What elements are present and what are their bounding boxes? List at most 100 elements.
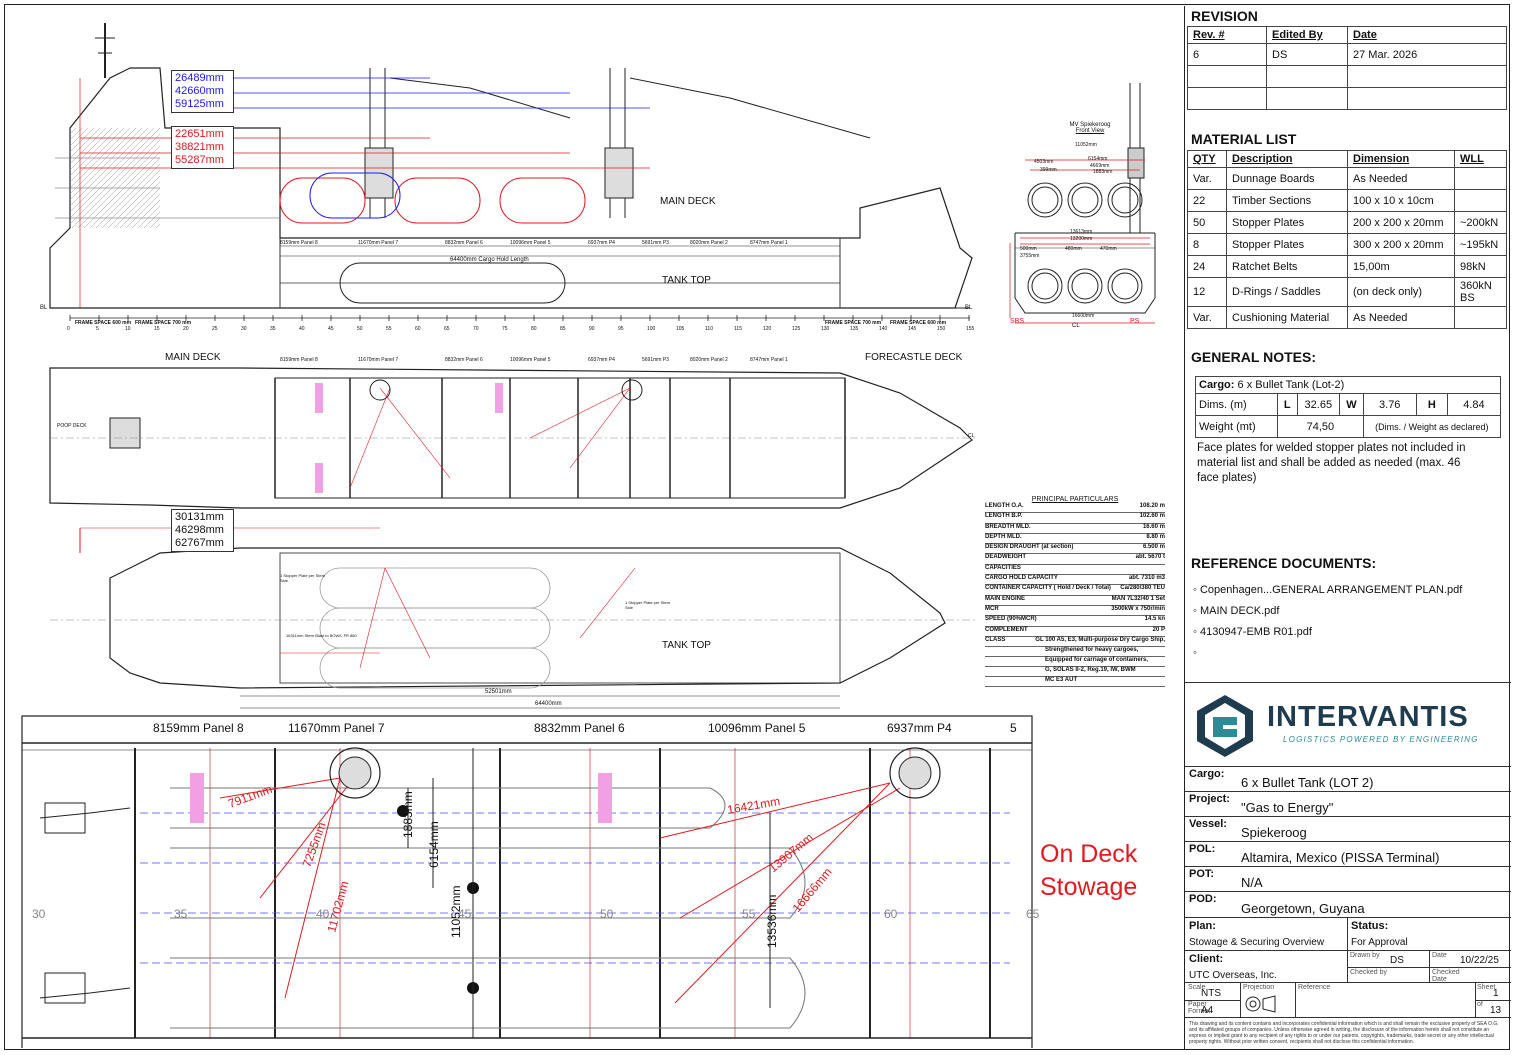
stopper-note-b: 1 Stopper Plate per Stern Side: [625, 600, 671, 610]
tb-pol-label: POL:: [1189, 843, 1216, 855]
tb-plan-status: Plan: Stowage & Securing Overview Status…: [1185, 917, 1511, 951]
material-wll: 360kN BS: [1454, 277, 1507, 307]
on-deck-stowage-title: On Deck Stowage: [1040, 838, 1137, 904]
weight-label: Weight (mt): [1195, 415, 1278, 438]
tb-pod-label: POD:: [1189, 893, 1217, 905]
blue-dim-1: 26489mm: [175, 72, 224, 84]
pp-class-note: MC E3 AUT: [985, 677, 1165, 688]
material-table: QTY Description Dimension WLL Var.Dunnag…: [1187, 150, 1507, 329]
detail-frame-number: 50: [600, 907, 614, 921]
tb-project-label: Project:: [1189, 793, 1230, 805]
profile-panel-label: 10096mm Panel 5: [510, 240, 551, 246]
refdoc-item[interactable]: ◦ MAIN DECK.pdf: [1193, 605, 1280, 617]
frame-number: 20: [183, 326, 189, 332]
pp-value: 16.60 m: [1142, 523, 1165, 530]
material-wll: ~195kN: [1454, 233, 1507, 256]
h-label: H: [1415, 393, 1448, 416]
bl-right: BL: [965, 305, 973, 311]
detail-red-dim: 7911mm: [226, 782, 274, 811]
dims-label: Dims. (m): [1195, 393, 1278, 416]
profile-main-deck-label: MAIN DECK: [660, 196, 716, 207]
tb-drawn-by-label: Drawn by: [1350, 952, 1380, 959]
material-dimension: 100 x 10 x 10cm: [1347, 189, 1455, 212]
refdoc-item-text: 4130947-EMB R01.pdf: [1199, 626, 1312, 638]
frame-number: 140: [879, 326, 888, 332]
pp-key: COMPLEMENT: [985, 626, 1028, 633]
frame-number: 40: [299, 326, 305, 332]
refdoc-item-text: MAIN DECK.pdf: [1199, 605, 1280, 617]
plan-main-deck-label: MAIN DECK: [165, 352, 221, 363]
front-dim-4669: 4669mm: [1090, 163, 1110, 169]
profile-panel-label: 11670mm Panel 7: [358, 240, 398, 246]
detail-frame-number: 40: [316, 907, 330, 921]
w-value: 3.76: [1362, 393, 1417, 416]
refdoc-item[interactable]: ◦ 4130947-EMB R01.pdf: [1193, 626, 1312, 638]
detail-frame-number: 45: [458, 907, 472, 921]
material-description: D-Rings / Saddles: [1226, 277, 1348, 307]
bl-left: BL: [40, 305, 48, 311]
l-value: 32.65: [1296, 393, 1341, 416]
detail-red-dim: 16421mm: [726, 794, 781, 817]
front-view-vessel: MV Spiekeroog: [1069, 122, 1111, 128]
frame-number: 150: [937, 326, 946, 332]
deck-panel-label: 8747mm Panel 1: [750, 357, 788, 363]
pp-key: MCR: [985, 605, 999, 612]
material-wll: [1454, 306, 1507, 329]
front-view-title: MV Spiekeroog Front View: [1050, 122, 1130, 134]
detail-frame-number: 55: [742, 907, 756, 921]
tb-projection-label: Projection: [1243, 984, 1275, 991]
blue-dim-box: 26489mm 42660mm 59125mm: [171, 70, 234, 113]
tb-vessel: Vessel: Spiekeroog: [1185, 816, 1511, 842]
pp-key: DEADWEIGHT: [985, 554, 1026, 561]
length-52501: 52501mm: [485, 689, 512, 695]
pp-key: MAIN ENGINE: [985, 595, 1026, 602]
pp-value: 102.60 m: [1139, 513, 1165, 520]
blue-dim-2: 42660mm: [175, 85, 224, 97]
frame-number: 105: [676, 326, 685, 332]
front-dim-11052: 11052mm: [1075, 142, 1097, 148]
rev-col-header: Rev. #: [1187, 26, 1267, 44]
detail-red-dim: 13907mm: [766, 830, 816, 875]
frame-number: 80: [531, 326, 537, 332]
tb-scale-label: Scale: [1188, 984, 1206, 991]
tb-pol-value: Altamira, Mexico (PISSA Terminal): [1241, 850, 1440, 865]
revision-heading: REVISION: [1191, 8, 1258, 24]
stopper-note-a: 1 Stopper Plate per Stern Side: [280, 573, 326, 583]
front-dim-13200: 13200mm: [1070, 236, 1093, 242]
detail-black-dim: 13536mm: [765, 895, 779, 948]
notes-text: Face plates for welded stopper plates no…: [1197, 442, 1466, 484]
pp-key: CAPACITIES: [985, 564, 1021, 571]
material-wll: [1454, 189, 1507, 212]
tb-paper-label: Paper Format: [1188, 1001, 1211, 1015]
frame-number: 110: [705, 326, 713, 332]
material-qty: 50: [1187, 211, 1227, 234]
frame-space-left: FRAME SPACE 600 mm: [75, 320, 132, 326]
tb-scale: NTS: [1201, 988, 1221, 999]
material-heading: MATERIAL LIST: [1191, 131, 1297, 147]
refdoc-item[interactable]: ◦ Copenhagen...GENERAL ARRANGEMENT PLAN.…: [1193, 584, 1463, 596]
frame-number: 55: [386, 326, 392, 332]
projection-symbol-icon: [1245, 995, 1276, 1013]
deck-dim-3: 62767mm: [175, 537, 224, 549]
plan-forecastle-label: FORECASTLE DECK: [865, 352, 963, 363]
deck-panel-label: 6937mm P4: [588, 357, 615, 363]
refdoc-item[interactable]: ◦: [1193, 647, 1197, 659]
frame-number: 125: [792, 326, 801, 332]
deck-panel-label: 5691mm P3: [642, 357, 669, 363]
front-dim-399: 399mm: [1040, 167, 1057, 173]
deck-panel-label: 10096mm Panel 5: [510, 357, 551, 363]
material-qty: Var.: [1187, 167, 1227, 190]
material-dimension: As Needed: [1347, 167, 1455, 190]
detail-black-dim: 1883mm: [401, 791, 415, 838]
tb-of: 13: [1490, 1005, 1502, 1016]
material-dimension: (on deck only): [1347, 277, 1455, 307]
tb-status-value: For Approval: [1351, 937, 1408, 948]
tb-cargo-value: 6 x Bullet Tank (LOT 2): [1241, 775, 1374, 790]
pp-key: DESIGN DRAUGHT (at section): [985, 544, 1074, 551]
frame-number: 0: [67, 326, 70, 332]
tb-client: Client: UTC Overseas, Inc. Drawn by DS D…: [1185, 950, 1511, 983]
